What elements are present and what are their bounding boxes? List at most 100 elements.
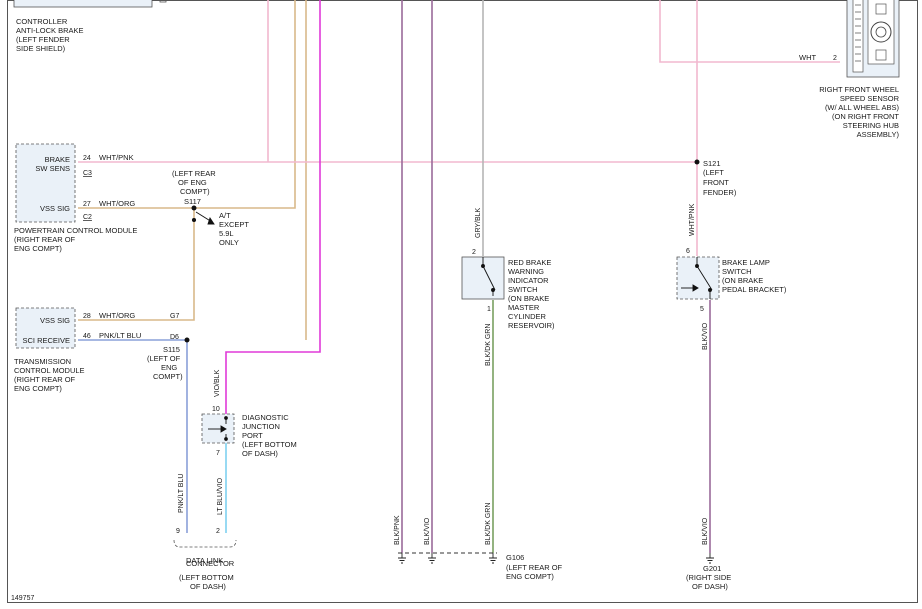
s117-note-1: A/T bbox=[219, 211, 231, 220]
pcm-caption-2: (RIGHT REAR OF bbox=[14, 235, 76, 244]
s117-loc-3: COMPT) bbox=[180, 187, 210, 196]
pcm-wire-wht-org: WHT/ORG bbox=[99, 199, 135, 208]
dlc-connector-shape bbox=[173, 539, 237, 548]
g201-loc-1: (RIGHT SIDE bbox=[686, 573, 731, 582]
tcm-sci-receive-label: SCI RECEIVE bbox=[22, 336, 70, 345]
tcm-wire-wht-org: WHT/ORG bbox=[99, 311, 135, 320]
red-switch-pin-2: 2 bbox=[472, 249, 476, 256]
speed-sensor-label-1: RIGHT FRONT WHEEL bbox=[819, 85, 899, 94]
ground-wire-label-blk-dk-grn: BLK/DK GRN bbox=[485, 503, 492, 545]
dlc-pin-2: 2 bbox=[216, 528, 220, 535]
splice-s121-dot bbox=[694, 159, 700, 165]
pcm-vss-sig-label: VSS SIG bbox=[40, 204, 70, 213]
tcm-wire-pnk-lt-blu: PNK/LT BLU bbox=[99, 331, 141, 340]
ground-wire-label-blk-vio: BLK/VIO bbox=[424, 517, 431, 545]
wire-wht-org-abs-to-pcm bbox=[78, 0, 296, 209]
diag-pin-10: 10 bbox=[212, 406, 220, 413]
diag-pin-7: 7 bbox=[216, 450, 220, 457]
tcm-caption-3: (RIGHT REAR OF bbox=[14, 375, 76, 384]
g106-loc-2: ENG COMPT) bbox=[506, 572, 554, 581]
g106-loc-1: (LEFT REAR OF bbox=[506, 563, 563, 572]
s117-id: S117 bbox=[184, 197, 201, 206]
g201-loc-2: OF DASH) bbox=[692, 582, 728, 591]
dlc-label-2: CONNECTOR bbox=[186, 559, 235, 568]
red-brake-switch-symbol bbox=[481, 257, 496, 296]
diag-label-4: (LEFT BOTTOM bbox=[242, 440, 297, 449]
g106-id: G106 bbox=[506, 553, 524, 562]
tcm-connector-d6: D6 bbox=[170, 334, 179, 341]
s117-note-2: EXCEPT bbox=[219, 220, 249, 229]
wire-label-lt-blu-vio: LT BLU/VIO bbox=[217, 477, 224, 515]
pcm-connector-c3: C3 bbox=[83, 170, 92, 177]
wire-label-blk-vio-upper: BLK/VIO bbox=[702, 322, 709, 350]
pcm-wire-wht-pnk: WHT/PNK bbox=[99, 153, 134, 162]
red-switch-label-1: RED BRAKE bbox=[508, 258, 551, 267]
s115-loc-3: COMPT) bbox=[153, 372, 183, 381]
pcm-caption-1: POWERTRAIN CONTROL MODULE bbox=[14, 226, 137, 235]
red-switch-label-6: MASTER bbox=[508, 303, 540, 312]
s117-note-3: 5.9L bbox=[219, 229, 234, 238]
splice-s117-dot bbox=[191, 205, 197, 211]
ground-symbols bbox=[398, 553, 714, 564]
brake-lamp-switch-symbol bbox=[681, 257, 713, 299]
s115-id: S115 bbox=[163, 345, 180, 354]
wire-label-vio-blk: VIO/BLK bbox=[214, 369, 221, 397]
speed-sensor-wire-wht: WHT bbox=[799, 53, 816, 62]
pcm-box bbox=[15, 143, 76, 223]
tcm-connector-g7: G7 bbox=[170, 313, 179, 320]
wire-vio-blk-diag bbox=[225, 0, 321, 414]
speed-sensor-label-4: (ON RIGHT FRONT bbox=[832, 112, 899, 121]
diag-label-1: DIAGNOSTIC bbox=[242, 413, 289, 422]
pcm-pin-24: 24 bbox=[83, 155, 91, 162]
tcm-caption-1: TRANSMISSION bbox=[14, 357, 71, 366]
s117-note-4: ONLY bbox=[219, 238, 239, 247]
speed-sensor-label-6: ASSEMBLY) bbox=[857, 130, 900, 139]
wire-label-wht-pnk-vertical: WHT/PNK bbox=[689, 203, 696, 236]
tcm-box bbox=[15, 307, 76, 349]
abs-label-3: (LEFT FENDER bbox=[16, 35, 70, 44]
wire-label-gry-blk: GRY/BLK bbox=[475, 207, 482, 238]
brake-lamp-label-3: (ON BRAKE bbox=[722, 276, 763, 285]
brake-lamp-label-1: BRAKE LAMP bbox=[722, 258, 770, 267]
s115-loc-2: ENG bbox=[161, 363, 177, 372]
dlc-label-1: DATA LINK bbox=[186, 556, 223, 565]
s121-loc-1: (LEFT bbox=[703, 168, 724, 177]
diag-label-3: PORT bbox=[242, 431, 263, 440]
tcm-vss-sig-label: VSS SIG bbox=[40, 316, 70, 325]
diag-switch-symbol bbox=[208, 416, 228, 441]
diagram-frame bbox=[7, 0, 918, 603]
red-brake-switch-box bbox=[461, 256, 505, 300]
abs-label-2: ANTI-LOCK BRAKE bbox=[16, 26, 84, 35]
wire-label-blk-dk-grn-upper: BLK/DK GRN bbox=[485, 324, 492, 366]
ground-wire-label-blk-pnk: BLK/PNK bbox=[394, 515, 401, 545]
red-switch-label-4: SWITCH bbox=[508, 285, 538, 294]
speed-sensor-label-2: SPEED SENSOR bbox=[840, 94, 900, 103]
figure-id: 149757 bbox=[11, 595, 34, 602]
tcm-caption-4: ENG COMPT) bbox=[14, 384, 62, 393]
diag-label-2: JUNCTION bbox=[242, 422, 280, 431]
ground-wire-label-blk-vio-g201: BLK/VIO bbox=[702, 517, 709, 545]
wire-wht-speed-sensor bbox=[659, 0, 840, 63]
speed-sensor-body bbox=[846, 0, 900, 78]
brake-lamp-label-2: SWITCH bbox=[722, 267, 752, 276]
red-switch-pin-1: 1 bbox=[487, 306, 491, 313]
pcm-brake-label: BRAKE bbox=[45, 155, 70, 164]
splice-s115-dot bbox=[184, 337, 190, 343]
red-switch-label-3: INDICATOR bbox=[508, 276, 549, 285]
s121-loc-2: FRONT bbox=[703, 178, 729, 187]
abs-controller-box bbox=[13, 0, 167, 8]
pcm-sw-sens-label: SW SENS bbox=[35, 164, 70, 173]
red-switch-label-2: WARNING bbox=[508, 267, 544, 276]
s121-loc-3: FENDER) bbox=[703, 188, 737, 197]
s115-loc-1: (LEFT OF bbox=[147, 354, 181, 363]
abs-label-4: SIDE SHIELD) bbox=[16, 44, 66, 53]
tcm-pin-46: 46 bbox=[83, 333, 91, 340]
brake-lamp-label-4: PEDAL BRACKET) bbox=[722, 285, 787, 294]
abs-label-1: CONTROLLER bbox=[16, 17, 68, 26]
speed-sensor-label-5: STEERING HUB bbox=[843, 121, 899, 130]
brake-lamp-pin-6: 6 bbox=[686, 248, 690, 255]
at-jumper-symbol bbox=[191, 211, 215, 225]
diag-label-5: OF DASH) bbox=[242, 449, 278, 458]
wire-wht-org-s117-to-tcm bbox=[78, 208, 195, 321]
